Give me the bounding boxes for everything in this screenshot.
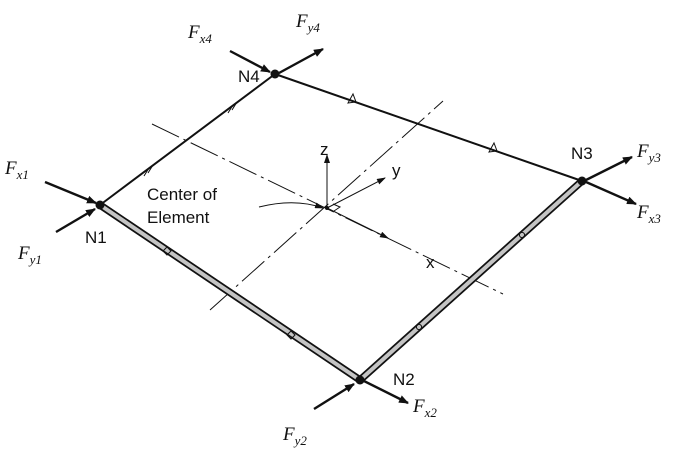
force-fx2-label: Fx2 [412,396,437,420]
triangle-mark-n4-n3 [347,92,498,153]
force-fx3-arrow [585,180,637,206]
force-fx1-arrow [44,180,97,205]
circle-mark-n2-n3 [415,231,526,331]
force-fy1-label: Fy1 [17,243,42,267]
axis-x-label: x [426,253,435,272]
axis-z-label: z [320,140,329,159]
force-fy3-label: Fy3 [636,141,661,165]
edge-n4-n3 [274,73,583,182]
node-n4-label: N4 [238,67,260,86]
node-n4-dot [270,69,280,79]
center-label-line1: Center of [147,185,217,204]
force-fx4-arrow [229,49,271,74]
center-label-line2: Element [147,208,210,227]
force-fy4-arrow [278,47,324,75]
node-n3-label: N3 [571,144,593,163]
force-fy4-label: Fy4 [295,11,320,35]
force-fy2-label: Fy2 [282,424,307,448]
force-fx3-label: Fx3 [636,202,661,226]
edge-n1-n2 [96,201,364,384]
force-fy1-arrow [55,207,96,234]
edge-n1-n4 [99,73,276,206]
local-axes [324,154,389,239]
node-n2-dot [355,375,365,385]
force-fx2-arrow [363,379,409,405]
node-n2-label: N2 [393,370,415,389]
edge-n2-n3 [356,177,586,384]
node-n1-dot [95,200,105,210]
axis-y-label: y [392,161,401,180]
center-leader [258,202,324,209]
diamond-mark-n1-n2 [162,246,296,340]
force-fy2-arrow [313,382,355,411]
node-n1-label: N1 [85,228,107,247]
force-fx1-label: Fx1 [4,158,29,182]
force-fy3-arrow [585,155,633,182]
tick-mark-n1-n4 [143,101,238,177]
force-fx4-label: Fx4 [187,22,212,46]
node-n3-dot [577,176,587,186]
